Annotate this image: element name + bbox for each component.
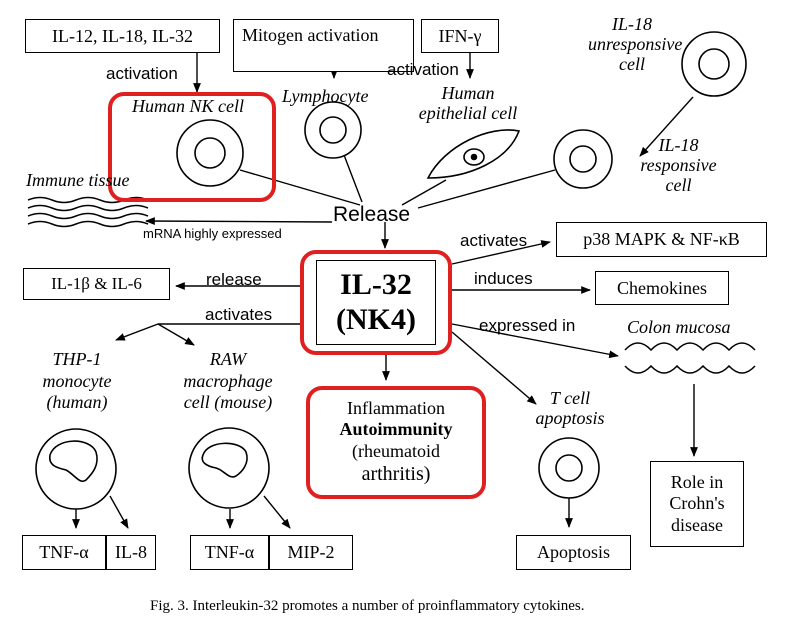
release-arrow-label: release [206, 270, 262, 289]
chemokines-box: Chemokines [595, 271, 729, 305]
tnf-alpha-box-1: TNF-α [22, 535, 106, 570]
figure-caption: Fig. 3. Interleukin-32 promotes a number… [150, 598, 585, 614]
epithelial-cell-icon [426, 129, 521, 179]
apoptosis-box: Apoptosis [516, 535, 631, 570]
nk-cell-icon [176, 119, 244, 187]
activation-label-1: activation [106, 64, 178, 83]
activation-label-2: activation [387, 60, 459, 79]
tnf-alpha-box-2: TNF-α [190, 535, 269, 570]
inflammation-highlight [306, 386, 486, 499]
release-label: Release [333, 203, 411, 226]
il1b-il6-box: IL-1β & IL-6 [23, 268, 170, 300]
immune-tissue-label: Immune tissue [26, 170, 130, 190]
activates-right-label: activates [460, 231, 528, 250]
raw-macrophage-icon [188, 427, 270, 509]
lymphocyte-label: Lymphocyte [282, 86, 369, 106]
il18-responsive-cell-icon [553, 129, 613, 189]
induces-label: induces [474, 269, 533, 288]
il8-box: IL-8 [106, 535, 156, 570]
thp1-monocyte-icon [35, 428, 117, 510]
ifn-gamma-box: IFN-γ [421, 19, 499, 53]
colon-mucosa-label: Colon mucosa [627, 317, 731, 337]
il18-unresponsive-cell-icon [681, 31, 747, 97]
nk-cell-highlight [108, 92, 276, 202]
il32-nk4-box: IL-32(NK4) [316, 260, 436, 345]
human-nk-cell-label: Human NK cell [132, 96, 244, 116]
t-cell-icon [538, 437, 600, 499]
activates-left-label: activates [205, 305, 273, 324]
inflammation-box: Inflammation Autoimmunity (rheumatoid ar… [339, 397, 453, 486]
expressed-in-label: expressed in [479, 316, 576, 335]
mip2-box: MIP-2 [269, 535, 353, 570]
mitogen-activation-box: Mitogen activation [233, 19, 414, 72]
colon-mucosa-icon [624, 342, 756, 374]
p38-mapk-nfkb-box: p38 MAPK & NF-κB [556, 222, 767, 257]
il32-highlight [300, 250, 452, 355]
il12-il18-il32-box: IL-12, IL-18, IL-32 [25, 19, 220, 53]
lymphocyte-cell-icon [304, 101, 362, 159]
mrna-highly-expressed-label: mRNA highly expressed [143, 226, 282, 241]
